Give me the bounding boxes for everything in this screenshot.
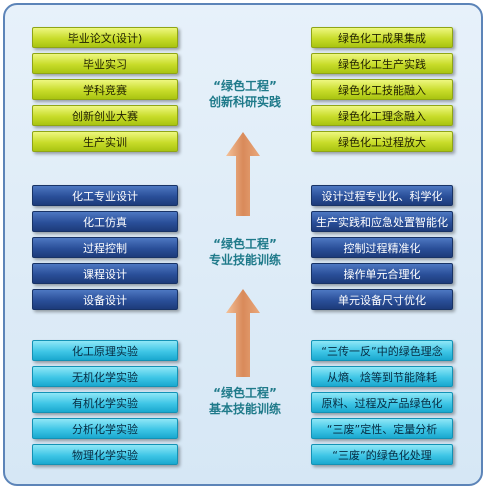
tier2-right-box: 设计过程专业化、科学化	[311, 185, 453, 206]
tier2-left-box: 过程控制	[32, 237, 178, 258]
tier3-left-box: 无机化学实验	[32, 366, 178, 387]
tier1-left-box: 学科竞赛	[32, 79, 178, 100]
tier1-right-box: 绿色化工成果集成	[311, 27, 453, 48]
tier3-right-column: “三传一反”中的绿色理念 从熵、焓等到节能降耗 原料、过程及产品绿色化 “三废”…	[311, 340, 453, 465]
tier1-left-box: 毕业论文(设计)	[32, 27, 178, 48]
tier3-right-box: 从熵、焓等到节能降耗	[311, 366, 453, 387]
tier1-left-box: 毕业实习	[32, 53, 178, 74]
tier2-right-box: 单元设备尺寸优化	[311, 289, 453, 310]
tier1-left-box: 创新创业大赛	[32, 105, 178, 126]
tier3-left-box: 化工原理实验	[32, 340, 178, 361]
tier1-label: “绿色工程” 创新科研实践	[187, 78, 303, 110]
tier2-left-box: 化工专业设计	[32, 185, 178, 206]
tier3-left-box: 分析化学实验	[32, 418, 178, 439]
tier3-left-box: 有机化学实验	[32, 392, 178, 413]
up-arrow-icon	[226, 289, 260, 377]
tier2-right-column: 设计过程专业化、科学化 生产实践和应急处置智能化 控制过程精准化 操作单元合理化…	[311, 185, 453, 310]
tier3-left-column: 化工原理实验 无机化学实验 有机化学实验 分析化学实验 物理化学实验	[32, 340, 178, 465]
tier2-label-line1: “绿色工程”	[213, 237, 277, 251]
tier3-right-box: “三传一反”中的绿色理念	[311, 340, 453, 361]
tier2-left-box: 化工仿真	[32, 211, 178, 232]
tier1-label-line1: “绿色工程”	[213, 79, 277, 93]
tier2-left-box: 设备设计	[32, 289, 178, 310]
tier3-label-line1: “绿色工程”	[213, 386, 277, 400]
tier3-right-box: “三废”定性、定量分析	[311, 418, 453, 439]
up-arrow-icon	[226, 132, 260, 216]
tier3-label: “绿色工程” 基本技能训练	[187, 385, 303, 417]
tier3-label-line2: 基本技能训练	[208, 402, 281, 416]
tier1-right-box: 绿色化工生产实践	[311, 53, 453, 74]
tier1-label-line2: 创新科研实践	[208, 95, 281, 109]
tier1-left-column: 毕业论文(设计) 毕业实习 学科竞赛 创新创业大赛 生产实训	[32, 27, 178, 152]
tier2-label-line2: 专业技能训练	[208, 253, 281, 267]
tier2-right-box: 操作单元合理化	[311, 263, 453, 284]
tier2-right-box: 控制过程精准化	[311, 237, 453, 258]
tier1-right-box: 绿色化工技能融入	[311, 79, 453, 100]
tier1-left-box: 生产实训	[32, 131, 178, 152]
tier2-label: “绿色工程” 专业技能训练	[187, 236, 303, 268]
tier1-right-box: 绿色化工过程放大	[311, 131, 453, 152]
tier2-left-column: 化工专业设计 化工仿真 过程控制 课程设计 设备设计	[32, 185, 178, 310]
tier2-right-box: 生产实践和应急处置智能化	[311, 211, 453, 232]
tier3-left-box: 物理化学实验	[32, 444, 178, 465]
tier3-right-box: 原料、过程及产品绿色化	[311, 392, 453, 413]
tier2-left-box: 课程设计	[32, 263, 178, 284]
tier1-right-box: 绿色化工理念融入	[311, 105, 453, 126]
tier3-right-box: “三废”的绿色化处理	[311, 444, 453, 465]
tier1-right-column: 绿色化工成果集成 绿色化工生产实践 绿色化工技能融入 绿色化工理念融入 绿色化工…	[311, 27, 453, 152]
